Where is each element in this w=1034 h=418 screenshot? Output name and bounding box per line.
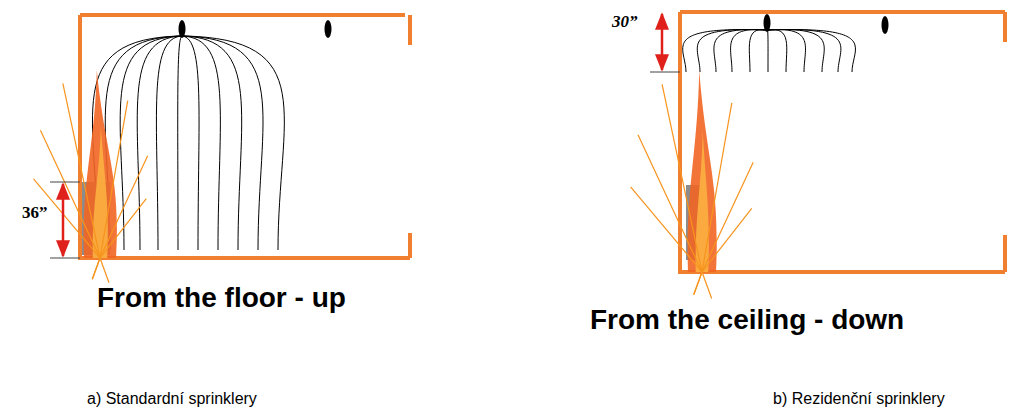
fire-flame xyxy=(34,70,148,283)
sprinkler-head xyxy=(764,14,771,32)
figure-caption: a) Standardní sprinklery xyxy=(87,390,257,408)
sprinkler-head xyxy=(179,20,186,38)
sprinkler-head xyxy=(882,16,889,34)
spray-direction-label: From the ceiling - down xyxy=(590,305,904,336)
room-outline xyxy=(80,15,410,258)
spray-direction-label: From the floor - up xyxy=(97,283,346,314)
dimension-label: 30” xyxy=(612,13,638,32)
dimension-arrow xyxy=(50,182,80,258)
spray-pattern xyxy=(683,30,856,72)
dimension-arrow xyxy=(650,14,680,72)
fire-flame xyxy=(631,70,754,299)
figure-caption: b) Rezidenční sprinklery xyxy=(773,390,945,408)
room-outline xyxy=(680,12,1005,272)
spray-pattern xyxy=(92,36,284,250)
sprinkler-head xyxy=(325,20,332,38)
dimension-label: 36” xyxy=(22,204,48,223)
